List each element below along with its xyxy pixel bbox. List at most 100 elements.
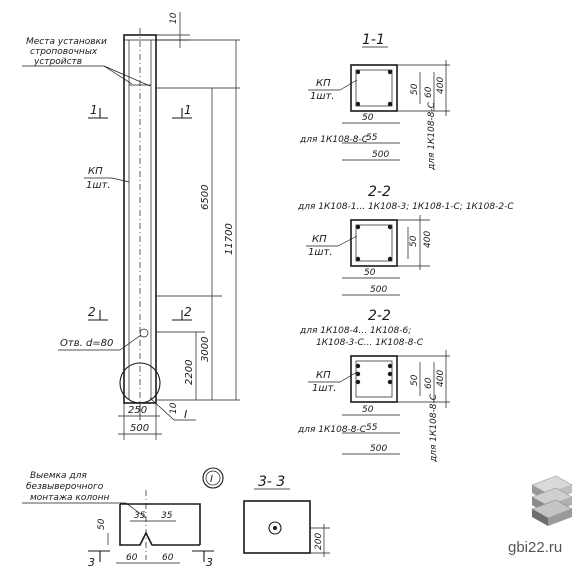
dim-label: 55 (366, 133, 378, 143)
section-outline (350, 64, 398, 112)
detail-marker-label: I (210, 474, 213, 485)
note-line-3: устройств (33, 57, 82, 67)
leader-line (111, 177, 130, 183)
mark-label: 2 (184, 305, 192, 319)
dim-label: 60 (162, 553, 174, 563)
recess-note-2: безвыверочного (26, 482, 104, 492)
dim-label: 50 (362, 113, 374, 123)
section-1-1: 1-1 КП 1шт. 400 50 60 50 55 для 1К108-8-… (299, 32, 450, 171)
section-title: 2-2 (368, 308, 391, 324)
dim-label: 6500 (200, 185, 211, 210)
mark-label: 1 (90, 103, 98, 117)
mark-label: 1 (184, 103, 192, 117)
variant-note: для 1К108-8-С (297, 425, 367, 435)
kp-count: 1шт. (86, 180, 111, 191)
rebar-dot (387, 379, 393, 385)
section-title: 3- 3 (258, 474, 285, 490)
dim-label: 500 (130, 423, 149, 434)
section-outline (350, 219, 398, 267)
brand-logo: gbi22.ru (508, 475, 573, 556)
dim-label: 11700 (224, 223, 235, 255)
stirrup (355, 360, 393, 398)
rebar-dot (355, 363, 361, 369)
dim-label: 55 (366, 423, 378, 433)
dim-label: 400 (423, 231, 433, 248)
dims-bottom-column: 250 500 10 I (118, 397, 196, 435)
rebar-dot (387, 363, 393, 369)
variant-note: для 1К108-8-С (427, 101, 437, 171)
leader-line (119, 334, 142, 351)
detail-I: I Выемка для безвыверочного монтажа коло… (22, 467, 224, 569)
stack-icon (531, 475, 573, 526)
section-title: 2-2 (368, 184, 391, 200)
kp-label: КП (316, 370, 331, 381)
section-2-2-a: 2-2 для 1К108-1... 1К108-3; 1К108-1-С; 1… (297, 184, 514, 296)
rebar-dot (387, 101, 393, 107)
hole-center (273, 526, 277, 530)
leader-line (103, 65, 151, 87)
rebar-dot (387, 371, 393, 377)
leader-line (125, 502, 147, 519)
kp-label: КП (88, 166, 103, 177)
dim-label: 500 (372, 150, 389, 160)
dim-label: 400 (436, 370, 446, 387)
section-subtitle-1: для 1К108-4... 1К108-6; (299, 326, 411, 336)
section-2-2-b: 2-2 для 1К108-4... 1К108-6; 1К108-3-С...… (297, 308, 450, 463)
hole-note: Отв. d=80 (58, 334, 142, 351)
detail-outline (119, 504, 200, 546)
recess-note-3: монтажа колонн (30, 493, 110, 503)
leader-line (337, 235, 358, 247)
hole-mark (139, 328, 149, 338)
rebar-dot (387, 256, 393, 262)
rebar-dot (355, 379, 361, 385)
mark-label: 3 (88, 556, 95, 569)
kp-count: 1шт. (310, 91, 335, 102)
recess-note-1: Выемка для (30, 471, 87, 481)
stirrup (355, 69, 393, 107)
stirrup (355, 224, 393, 262)
section-3-3: 3- 3 200 (243, 474, 330, 557)
dim-label: 200 (314, 533, 324, 550)
section-outline (350, 355, 398, 403)
rebar-dot (387, 69, 393, 75)
dim-label: 2200 (184, 360, 195, 385)
leader-line (339, 371, 358, 383)
section-subtitle-2: 1К108-3-С... 1К108-8-С (316, 338, 424, 348)
hole-label: Отв. d=80 (60, 338, 113, 349)
rebar-dot (355, 69, 361, 75)
dim-label: 500 (370, 285, 387, 295)
variant-note: для 1К108-8-С (429, 393, 439, 463)
kp-count: 1шт. (308, 247, 333, 258)
dim-label: 35 (161, 511, 173, 521)
dim-label: 3000 (200, 337, 211, 362)
section-title: 1-1 (362, 32, 385, 48)
section-mark-1: 1 1 (88, 103, 192, 119)
leader-line (339, 79, 358, 91)
dim-label: 400 (436, 77, 446, 94)
dims-right-column: 6500 11700 3000 2200 (156, 39, 240, 401)
mounting-note: Места установки строповочных устройств (22, 37, 151, 87)
section-outline (243, 500, 311, 554)
dim-label: 50 (364, 268, 376, 278)
detail-outline (120, 503, 201, 545)
mark-label: 3 (206, 556, 213, 569)
section-subtitle: для 1К108-1... 1К108-3; 1К108-1-С; 1К108… (297, 202, 514, 212)
dim-label: 50 (410, 374, 420, 386)
dim-label: 60 (126, 553, 138, 563)
kp-note-main: КП 1шт. (84, 166, 130, 191)
detail-marker-inner (205, 470, 221, 486)
detail-marker-outer (202, 467, 224, 489)
rebar-dot (355, 101, 361, 107)
dim-label: 10 (169, 402, 179, 414)
dim-label: 50 (410, 83, 420, 95)
kp-label: КП (316, 78, 331, 89)
dim-label: 50 (409, 235, 419, 247)
kp-label: КП (312, 234, 327, 245)
dim-top-10: 10 (156, 12, 190, 48)
kp-count: 1шт. (312, 383, 337, 394)
dim-label: 500 (370, 444, 387, 454)
detail-ref: I (184, 408, 187, 421)
hole-circle (268, 521, 282, 535)
brand-text: gbi22.ru (508, 539, 562, 556)
